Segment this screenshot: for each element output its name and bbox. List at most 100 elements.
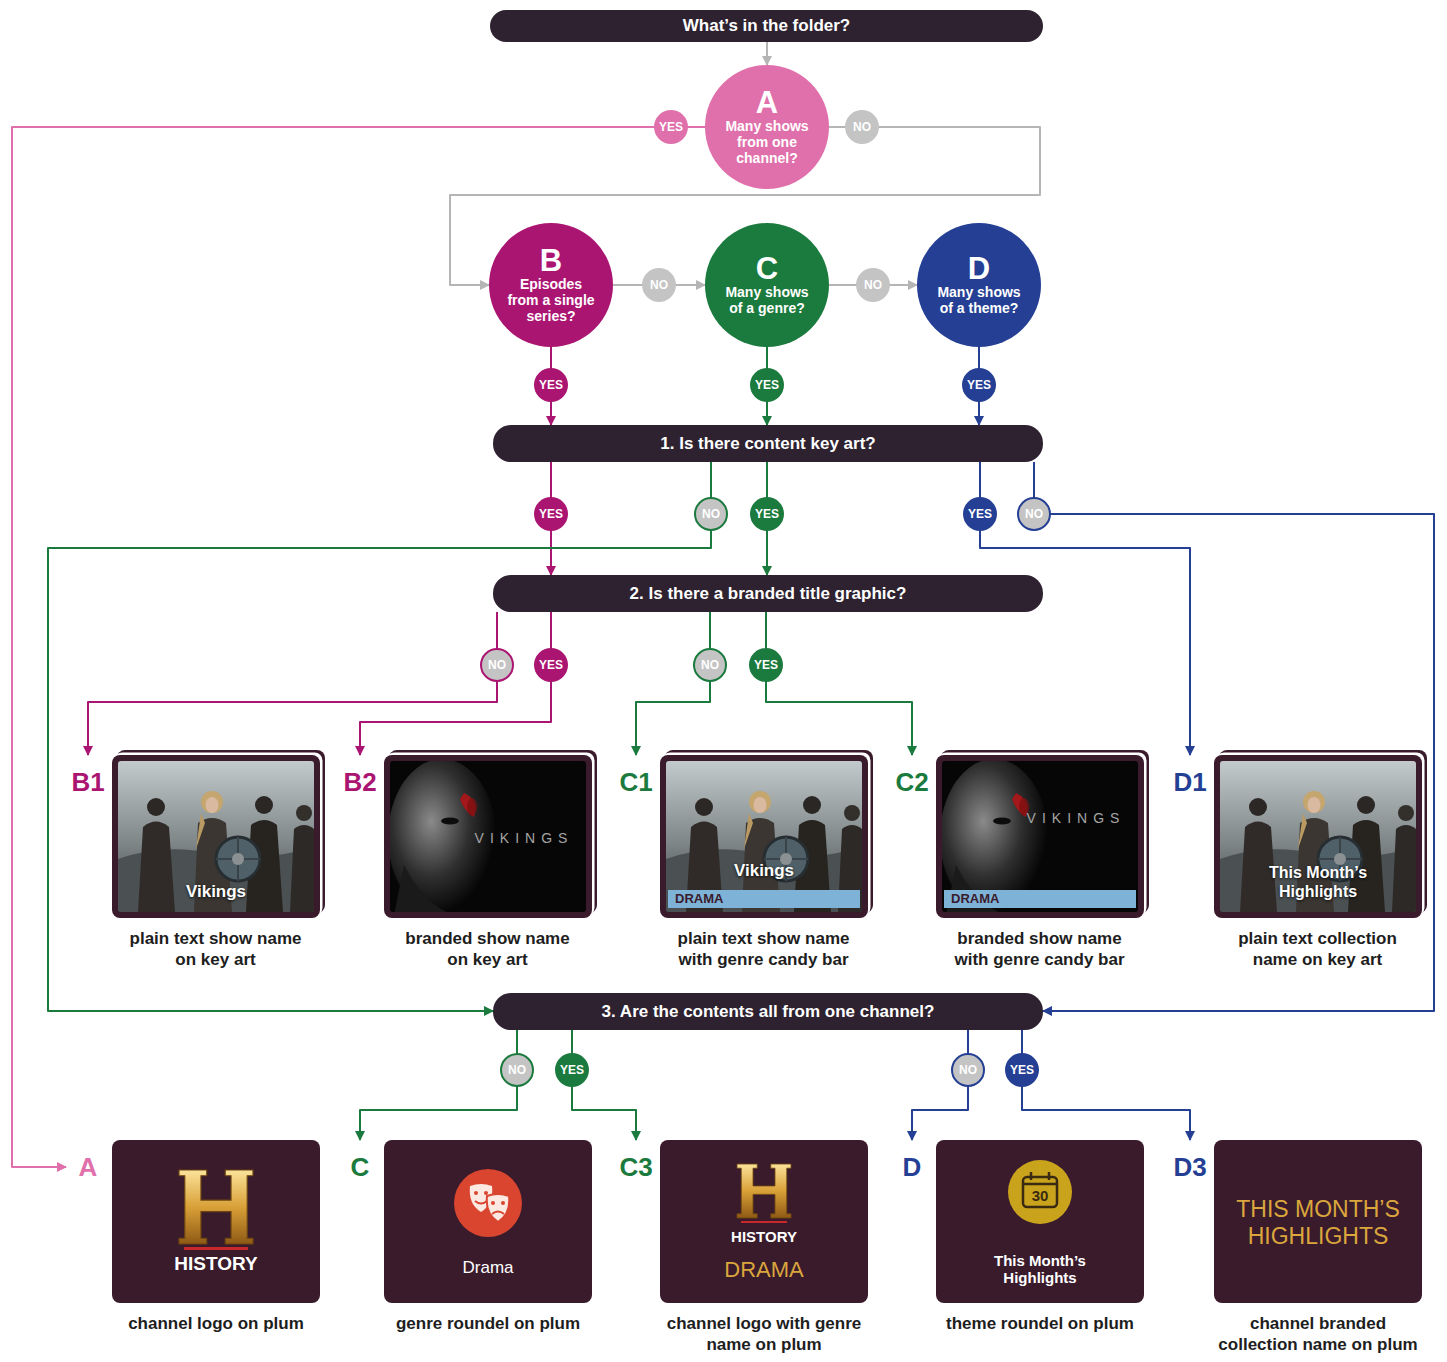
genre-candy-bar: DRAMA [668, 890, 860, 908]
key-art-card [112, 750, 325, 918]
show-name: Vikings [118, 882, 314, 902]
answer-badge: YES [749, 648, 783, 682]
question-text: 3. Are the contents all from one channel… [602, 1002, 935, 1022]
genre-roundel-card-part [487, 1194, 510, 1222]
card-caption: branded show name on key art [395, 928, 580, 970]
key-art-card [936, 750, 1149, 918]
question-text: 2. Is there a branded title graphic? [630, 584, 907, 604]
genre-roundel-card-part [491, 1201, 495, 1205]
flow-connector [1034, 462, 1434, 1011]
folder-card: B1Vikingsplain text show name on key art [66, 755, 320, 970]
question-text: What’s in the folder? [683, 16, 850, 36]
genre-roundel-card-part [454, 1169, 522, 1237]
option-code: A [66, 1152, 110, 1182]
genre-name: Drama [384, 1257, 592, 1279]
collection-name: This Month’s Highlights [1253, 863, 1383, 901]
card-caption: plain text show name with genre candy ba… [671, 928, 856, 970]
card-caption: branded show name with genre candy bar [947, 928, 1132, 970]
option-code: B1 [66, 767, 110, 797]
question-bar: 1. Is there content key art? [493, 425, 1043, 462]
key-art-card-part [388, 759, 586, 915]
key-art-card-part [1220, 761, 1420, 912]
answer-badge: YES [654, 110, 688, 144]
theme-roundel-card-part [1023, 1177, 1057, 1207]
flow-connector [360, 612, 551, 755]
question-text: Many shows from one channel? [719, 118, 815, 166]
card-caption: channel logo on plum [111, 1313, 321, 1334]
question-text: Episodes from a single series? [503, 276, 599, 324]
folder-card: D3THIS MONTH’S HIGHLIGHTSchannel branded… [1168, 1140, 1422, 1355]
option-code: C3 [614, 1152, 658, 1182]
question-bar: 2. Is there a branded title graphic? [493, 575, 1043, 612]
folder-card: C3HISTORY DRAMA channel logo with genre na… [614, 1140, 868, 1355]
option-code: C1 [614, 767, 658, 797]
key-art-card [1214, 750, 1427, 918]
option-code: C [338, 1152, 382, 1182]
answer-badge: YES [534, 648, 568, 682]
flow-connector [48, 462, 711, 1011]
genre-roundel-card-part [484, 1191, 488, 1195]
flow-connector [766, 612, 912, 755]
key-art-card-part [940, 759, 1138, 915]
decision-circle: BEpisodes from a single series? [489, 223, 613, 347]
answer-badge: NO [1017, 497, 1051, 531]
branded-title: VIKINGS [1014, 809, 1138, 827]
folder-card: C Drama genre roundel on plum [338, 1140, 592, 1334]
genre-roundel-card-part [501, 1201, 505, 1205]
channel-name: HISTORY [112, 1252, 320, 1276]
genre-name: DRAMA [660, 1257, 868, 1283]
answer-badge: NO [951, 1053, 985, 1087]
answer-badge: NO [500, 1053, 534, 1087]
circle-fill [489, 223, 613, 347]
channel-genre-card-part [660, 1140, 868, 1303]
option-code: D3 [1168, 1152, 1212, 1182]
circle-fill [705, 65, 829, 189]
answer-badge: NO [480, 648, 514, 682]
question-letter: D [968, 254, 990, 284]
answer-badge: YES [534, 368, 568, 402]
key-art-card-part [384, 750, 597, 918]
channel-genre-card-part [741, 1221, 787, 1223]
card-caption: channel logo with genre name on plum [659, 1313, 869, 1355]
key-art-card-part [112, 750, 325, 918]
collection-title: THIS MONTH’S HIGHLIGHTS [1228, 1196, 1408, 1250]
question-letter: B [540, 246, 562, 276]
key-art-card-part [660, 750, 873, 918]
flow-connector [766, 42, 768, 65]
branded-collection-card [1214, 1140, 1422, 1303]
key-art-card [384, 750, 597, 918]
answer-badge: YES [962, 368, 996, 402]
folder-card: A HISTORY channel logo on plum [66, 1140, 320, 1334]
question-bar: What’s in the folder? [490, 10, 1043, 42]
channel-logo-card [112, 1140, 320, 1303]
option-code: C2 [890, 767, 934, 797]
option-code: D [890, 1152, 934, 1182]
genre-roundel-card-part [475, 1201, 487, 1204]
option-code: D1 [1168, 767, 1212, 797]
card-caption: genre roundel on plum [383, 1313, 593, 1334]
channel-genre-card [660, 1140, 868, 1303]
folder-card: C1VikingsDRAMAplain text show name with … [614, 755, 868, 970]
channel-logo-card-part [184, 1247, 248, 1250]
decision-circle: CMany shows of a genre? [705, 223, 829, 347]
key-art-card-part [936, 750, 1149, 918]
channel-name: HISTORY [660, 1228, 868, 1246]
question-letter: A [756, 88, 778, 118]
answer-badge: YES [1005, 1053, 1039, 1087]
flow-connector [1022, 1030, 1190, 1140]
flow-connector [88, 612, 497, 755]
answer-badge: YES [750, 368, 784, 402]
circle-fill [705, 223, 829, 347]
genre-roundel-card-part [474, 1191, 478, 1195]
circle-fill [917, 223, 1041, 347]
genre-roundel-card-part [384, 1140, 592, 1303]
key-art-card-part [666, 761, 866, 912]
genre-roundel-card-part [492, 1212, 504, 1215]
question-letter: C [756, 254, 778, 284]
key-art-card [660, 750, 873, 918]
theme-name: This Month’s Highlights [975, 1252, 1105, 1286]
answer-badge: YES [534, 497, 568, 531]
branded-collection-card-part [1214, 1140, 1422, 1303]
